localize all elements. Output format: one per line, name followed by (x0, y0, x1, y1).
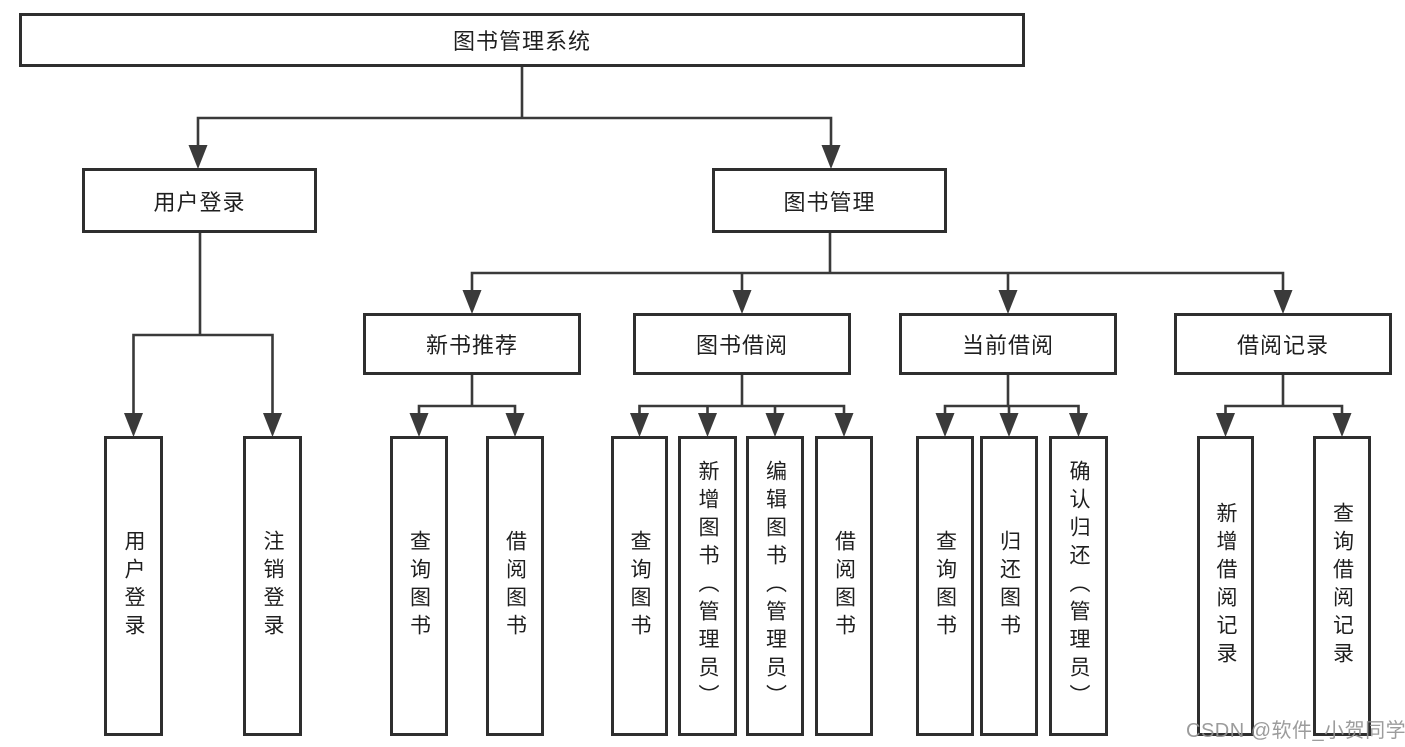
leaf-query-books-borrow: 查询图书 (611, 436, 668, 736)
leaf-edit-books-admin: 编辑图书（管理员） (746, 436, 804, 736)
leaf-query-books-recommend: 查询图书 (390, 436, 448, 736)
node-book-borrowing: 图书借阅 (633, 313, 851, 375)
leaf-user-login: 用户登录 (104, 436, 163, 736)
node-label: 借阅图书 (503, 530, 527, 642)
node-label: 查询图书 (933, 530, 957, 642)
node-borrowing-records: 借阅记录 (1174, 313, 1392, 375)
leaf-borrow-books-recommend: 借阅图书 (486, 436, 544, 736)
node-book-management: 图书管理 (712, 168, 947, 233)
node-label: 借阅记录 (1236, 333, 1329, 358)
node-label: 用户登录 (122, 530, 145, 642)
leaf-query-borrow-record: 查询借阅记录 (1313, 436, 1371, 736)
node-label: 图书管理 (783, 189, 876, 215)
leaf-return-books: 归还图书 (980, 436, 1038, 736)
node-new-book-recommendation: 新书推荐 (363, 313, 581, 375)
leaf-confirm-return-admin: 确认归还（管理员） (1049, 436, 1108, 736)
node-label: 图书管理系统 (452, 29, 591, 54)
node-label: 查询图书 (407, 530, 431, 642)
node-label: 确认归还（管理员） (1067, 460, 1090, 712)
node-label: 用户登录 (153, 189, 246, 215)
leaf-logout: 注销登录 (243, 436, 302, 736)
node-label: 新增借阅记录 (1214, 502, 1237, 670)
node-label: 新书推荐 (425, 333, 518, 358)
leaf-borrow-books: 借阅图书 (815, 436, 873, 736)
node-label: 编辑图书（管理员） (763, 460, 787, 712)
node-label: 图书借阅 (695, 333, 788, 358)
node-current-borrowing: 当前借阅 (899, 313, 1117, 375)
node-user-login: 用户登录 (82, 168, 317, 233)
node-label: 当前借阅 (961, 333, 1054, 358)
node-label: 查询图书 (628, 530, 651, 642)
arrowheads (124, 145, 1352, 437)
node-label: 注销登录 (261, 530, 284, 642)
leaf-query-books-current: 查询图书 (916, 436, 974, 736)
csdn-watermark: CSDN @软件_小贺同学 (1186, 720, 1405, 742)
node-library-management-system: 图书管理系统 (19, 13, 1025, 67)
node-label: 新增图书（管理员） (696, 460, 719, 712)
node-label: 借阅图书 (832, 530, 856, 642)
node-label: 归还图书 (997, 530, 1021, 642)
leaf-add-books-admin: 新增图书（管理员） (678, 436, 737, 736)
leaf-add-borrow-record: 新增借阅记录 (1197, 436, 1254, 736)
node-label: 查询借阅记录 (1330, 502, 1354, 670)
